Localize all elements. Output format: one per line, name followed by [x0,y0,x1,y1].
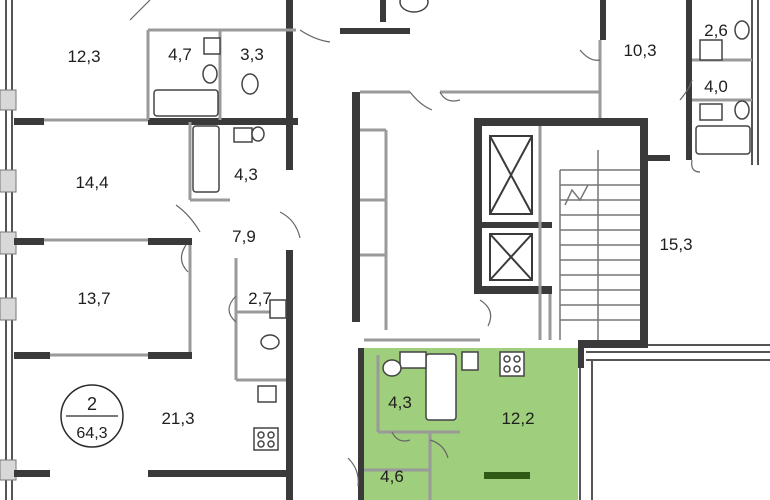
sink-icon [257,385,277,403]
room-labels: 12,3 4,7 3,3 10,3 2,6 4,0 14,4 4,3 7,9 1… [67,21,727,486]
sink-icon [399,351,427,369]
unit-badge: 2 64,3 [60,384,124,448]
sink-icon [203,37,221,55]
toilet-icon [202,64,218,84]
toilet-icon [399,0,429,13]
partition-walls [44,28,752,500]
toilets [202,0,750,377]
stoves [253,351,525,451]
room-area-label: 4,3 [388,393,412,412]
structural-walls [14,0,692,500]
staircase [559,150,640,340]
stove-icon [253,427,279,451]
sink-icon [233,127,253,143]
selected-apartment-fill[interactable] [358,348,578,500]
stove-icon [499,351,525,377]
room-area-label: 15,3 [659,235,692,254]
elevator-shafts [489,135,533,281]
toilet-icon [260,334,280,350]
room-area-label: 3,3 [240,45,264,64]
room-area-label: 4,7 [168,45,192,64]
toilet-icon [251,126,265,142]
sink-icon [699,39,723,61]
bathtubs [153,89,751,421]
room-area-label: 14,4 [75,173,108,192]
radiator-bar [484,472,530,479]
room-area-label: 10,3 [623,41,656,60]
toilet-icon [382,359,402,377]
sink-icon [269,299,287,319]
toilet-icon [241,73,259,95]
elevator-shaft-small [489,233,533,281]
unit-total-area: 64,3 [76,425,107,442]
bathtub-icon [153,89,219,117]
bathtub-icon [425,353,457,421]
bathtub-icon [695,125,751,155]
room-area-label: 4,3 [234,165,258,184]
toilet-icon [734,100,750,120]
sink-icon [461,351,479,371]
room-area-label: 12,3 [67,47,100,66]
unit-room-count: 2 [87,394,97,414]
sink-icon [699,103,723,121]
window-bays-left [0,89,17,481]
bathtub-icon [192,125,220,193]
room-area-label: 2,7 [248,289,272,308]
room-area-label: 4,6 [380,467,404,486]
room-area-label: 12,2 [501,409,534,428]
elevator-shaft-large [489,135,533,215]
room-area-label: 7,9 [232,227,256,246]
door-swings [129,0,701,487]
toilet-icon [734,20,750,40]
room-area-label: 2,6 [704,21,728,40]
room-area-label: 21,3 [161,409,194,428]
room-area-label: 4,0 [704,77,728,96]
room-area-label: 13,7 [77,289,110,308]
